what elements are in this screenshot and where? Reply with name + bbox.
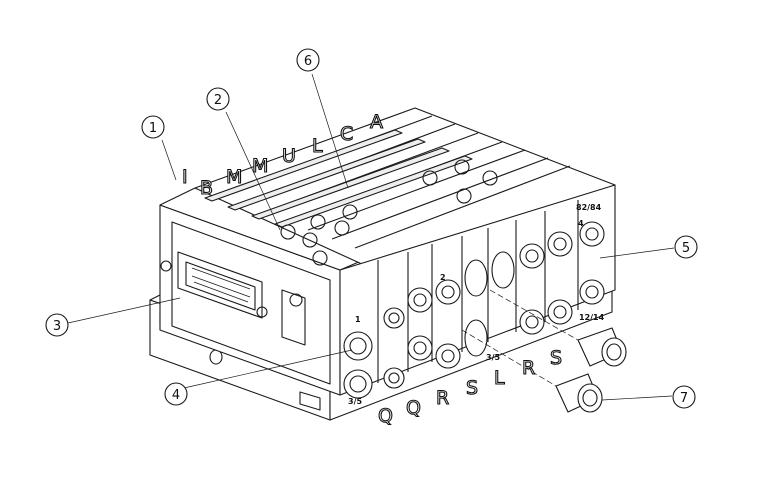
callout-5: 5 [599, 235, 698, 259]
svg-text:3: 3 [53, 319, 61, 334]
rear-letter: B [200, 177, 213, 199]
rear-letter: A [370, 111, 383, 133]
front-letter: Q [378, 405, 393, 427]
callout-7: 7 [601, 385, 696, 409]
svg-text:7: 7 [680, 391, 688, 406]
callout-2: 2 [206, 87, 281, 231]
rear-letter: C [340, 123, 353, 145]
front-letters: Q Q R S L R S [377, 346, 562, 427]
port-fitting [579, 279, 605, 305]
front-letter: R [436, 387, 449, 409]
port-label-35: 3/5 [348, 397, 362, 406]
front-letter: L [494, 367, 505, 389]
port-fitting [343, 331, 373, 361]
callout-3: 3 [45, 297, 181, 337]
port-fitting [383, 367, 405, 389]
front-letter: S [550, 347, 562, 369]
rear-letter: M [252, 155, 268, 177]
port-fitting [547, 231, 573, 257]
sub-d-connector [160, 251, 306, 346]
port-label-4: 4 [578, 219, 584, 228]
rear-letter: M [226, 166, 242, 188]
rear-letter: L [312, 135, 323, 157]
port-fitting [435, 279, 461, 305]
callout-6: 6 [296, 48, 349, 189]
port-fitting [519, 243, 545, 269]
port-label-8284: 82/84 [576, 203, 602, 212]
loose-fitting-lower [555, 373, 603, 413]
port-label-2: 2 [440, 273, 446, 282]
port-labels: 1 3/5 2 3/5 4 82/84 12/14 [348, 203, 605, 406]
svg-text:4: 4 [172, 388, 180, 403]
front-letter: S [466, 377, 478, 399]
loose-fittings [461, 289, 627, 413]
callout-1: 1 [141, 115, 177, 181]
port-fitting [519, 309, 545, 335]
port-label-1: 1 [355, 315, 361, 324]
port-fitting [547, 299, 573, 325]
loose-fitting-upper [577, 327, 627, 367]
port-label-35b: 3/5 [486, 353, 500, 362]
svg-text:1: 1 [149, 121, 157, 136]
svg-text:2: 2 [214, 93, 222, 108]
callouts: 1 2 3 4 5 6 7 [45, 48, 698, 409]
port-label-1214: 12/14 [579, 313, 605, 322]
rear-letters: I B M M U L C A [181, 110, 383, 199]
rear-letter: U [282, 145, 296, 167]
port-fitting [435, 343, 461, 369]
port-fitting [343, 369, 373, 399]
port-fitting [383, 307, 405, 329]
front-ports [343, 221, 605, 399]
front-letter: Q [406, 397, 421, 419]
front-letter: R [522, 357, 535, 379]
svg-text:5: 5 [682, 241, 690, 256]
port-fitting [407, 335, 433, 361]
plug-blank [464, 251, 515, 357]
svg-text:6: 6 [304, 54, 312, 69]
rear-letter: I [182, 166, 188, 188]
port-fitting [579, 221, 605, 247]
callout-4: 4 [164, 349, 353, 406]
port-fitting [407, 287, 433, 313]
